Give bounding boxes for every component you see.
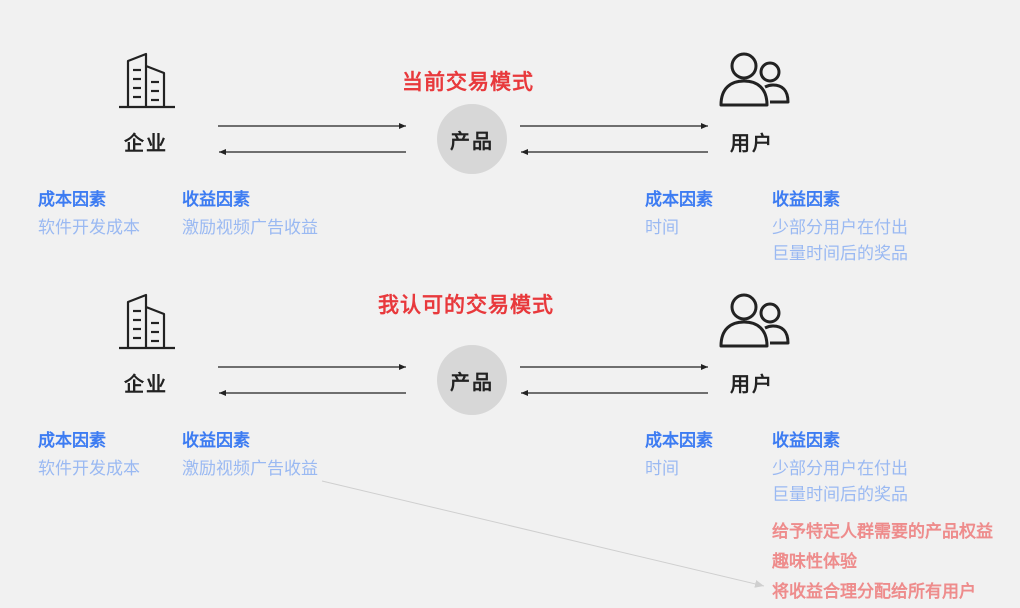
user-income-line: 少部分用户在付出 — [772, 459, 908, 479]
section-title: 当前交易模式 — [402, 70, 534, 94]
user-cost-value: 时间 — [645, 218, 679, 238]
building-icon — [119, 293, 175, 350]
building-icon — [119, 52, 175, 109]
company-income-header: 收益因素 — [182, 190, 250, 210]
company-income-value: 激励视频广告收益 — [182, 459, 318, 479]
company-income-header: 收益因素 — [182, 431, 250, 451]
user-income-extra: 给予特定人群需要的产品权益 — [772, 522, 993, 542]
product-node: 产品 — [437, 104, 507, 174]
user-income-extra: 将收益合理分配给所有用户 — [772, 582, 976, 602]
user-label: 用户 — [730, 131, 774, 155]
company-income-value: 激励视频广告收益 — [182, 218, 318, 238]
user-income-extra: 趣味性体验 — [772, 552, 857, 572]
company-label: 企业 — [124, 131, 168, 155]
company-cost-header: 成本因素 — [38, 431, 106, 451]
user-cost-header: 成本因素 — [645, 431, 713, 451]
connector-line — [321, 480, 765, 588]
users-icon — [719, 293, 790, 348]
product-node: 产品 — [437, 345, 507, 415]
user-income-line: 巨量时间后的奖品 — [772, 244, 908, 264]
company-cost-header: 成本因素 — [38, 190, 106, 210]
user-income-line: 巨量时间后的奖品 — [772, 485, 908, 505]
user-income-header: 收益因素 — [772, 190, 840, 210]
company-cost-value: 软件开发成本 — [38, 218, 140, 238]
user-cost-value: 时间 — [645, 459, 679, 479]
users-icon — [719, 52, 790, 107]
user-income-header: 收益因素 — [772, 431, 840, 451]
user-cost-header: 成本因素 — [645, 190, 713, 210]
user-label: 用户 — [730, 372, 774, 396]
company-label: 企业 — [124, 372, 168, 396]
company-cost-value: 软件开发成本 — [38, 459, 140, 479]
user-income-line: 少部分用户在付出 — [772, 218, 908, 238]
section-title: 我认可的交易模式 — [378, 293, 554, 317]
